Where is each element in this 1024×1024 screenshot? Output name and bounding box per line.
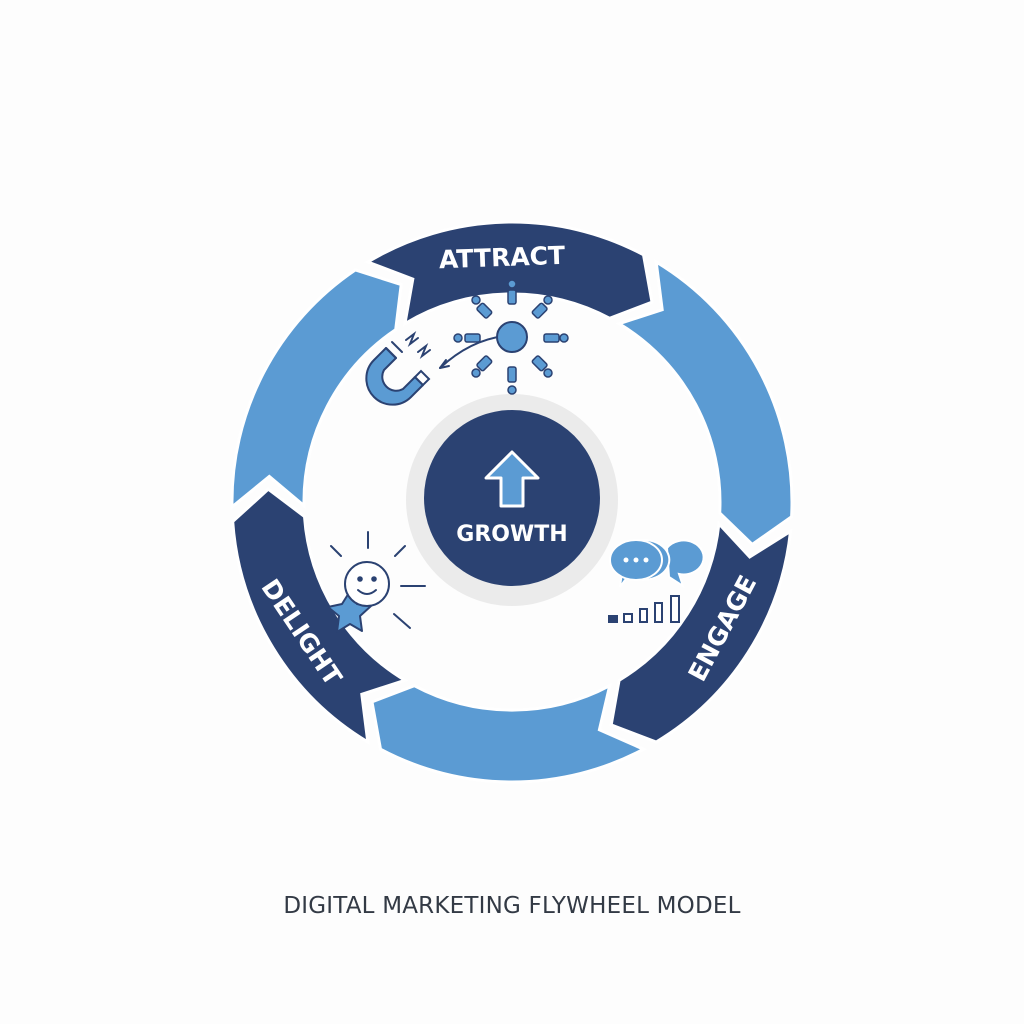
- segment-engage: [609, 520, 793, 744]
- segment-engage-to-delight: [370, 682, 647, 784]
- magnet-people-icon: [365, 279, 569, 406]
- growth-label: GROWTH: [456, 522, 567, 547]
- segment-delight-to-attract: [230, 268, 403, 511]
- segment-attract: [364, 220, 654, 327]
- diagram-title: DIGITAL MARKETING FLYWHEEL MODEL: [283, 893, 741, 919]
- segment-attract-to-engage: [615, 259, 794, 547]
- chat-bubbles-bar-chart-icon: [608, 538, 705, 623]
- segment-delight: [231, 487, 409, 745]
- flywheel-ring: [230, 220, 794, 784]
- stage-label-attract: ATTRACT: [438, 241, 565, 274]
- up-arrow-icon: [484, 450, 540, 508]
- smiley-star-icon: [327, 531, 426, 633]
